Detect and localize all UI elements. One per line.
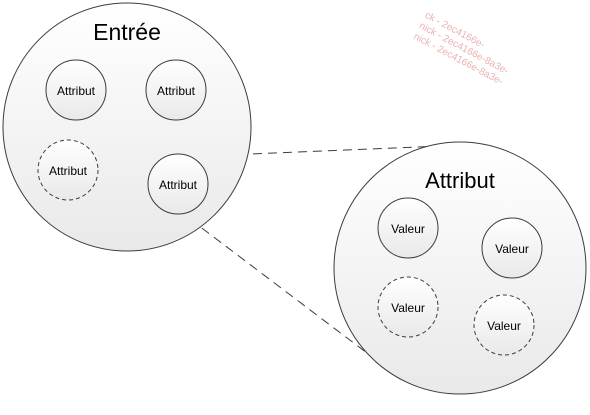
optional-attribute-node: Attribut bbox=[37, 139, 99, 201]
attribute-node: Attribut bbox=[45, 59, 107, 121]
value-label: Valeur bbox=[391, 301, 425, 315]
value-label: Valeur bbox=[495, 242, 529, 256]
attribute-circle bbox=[145, 59, 207, 121]
attribute-label: Attribut bbox=[157, 84, 196, 98]
entree-group: Entrée Attribut Attribut Attribut Attrib… bbox=[2, 2, 252, 252]
attribute-circle-dashed bbox=[37, 139, 99, 201]
value-label: Valeur bbox=[487, 319, 521, 333]
attribute-label: Attribut bbox=[57, 84, 96, 98]
value-circle bbox=[377, 197, 439, 259]
value-circle-dashed bbox=[377, 276, 439, 338]
attribute-circle bbox=[45, 59, 107, 121]
attribute-label: Attribut bbox=[159, 178, 198, 192]
optional-value-node: Valeur bbox=[377, 276, 439, 338]
optional-value-node: Valeur bbox=[473, 294, 535, 356]
value-label: Valeur bbox=[391, 222, 425, 236]
attribute-label: Attribut bbox=[49, 164, 88, 178]
value-circle bbox=[481, 217, 543, 279]
entree-title: Entrée bbox=[93, 19, 161, 45]
attribute-circle bbox=[147, 153, 209, 215]
value-node: Valeur bbox=[481, 217, 543, 279]
zoom-connector-bottom bbox=[177, 209, 401, 379]
attribute-node: Attribut bbox=[145, 59, 207, 121]
value-node: Valeur bbox=[377, 197, 439, 259]
value-circle-dashed bbox=[473, 294, 535, 356]
zoomed-attribute-node: Attribut bbox=[147, 153, 209, 215]
attribut-detail-title: Attribut bbox=[425, 168, 495, 193]
attribut-detail-group: Attribut Valeur Valeur Valeur Valeur bbox=[333, 141, 587, 395]
